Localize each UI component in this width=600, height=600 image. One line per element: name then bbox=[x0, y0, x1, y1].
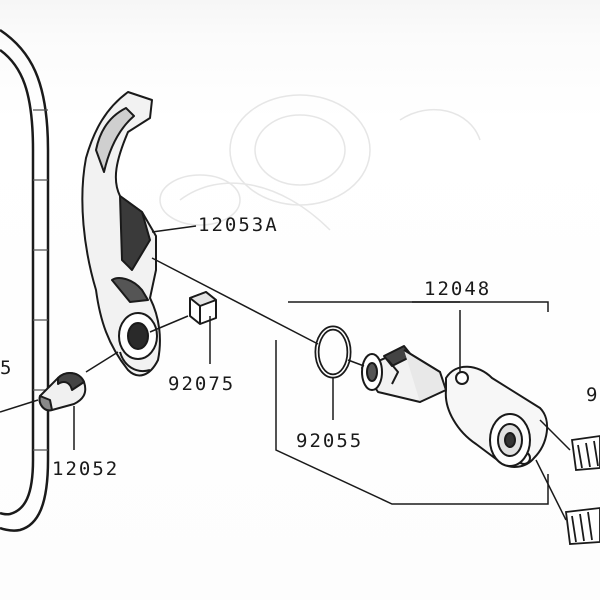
background-ghost-parts bbox=[159, 94, 481, 231]
o-ring-part bbox=[314, 325, 352, 379]
label-o-ring: 92055 bbox=[296, 430, 364, 452]
chain-guide-arm bbox=[81, 91, 161, 377]
tensioner-assembly bbox=[361, 345, 549, 468]
mounting-bolts bbox=[564, 435, 600, 545]
damper-part bbox=[38, 372, 87, 412]
label-damper: 12052 bbox=[52, 458, 120, 480]
label-cut-left: 5 bbox=[0, 357, 14, 379]
label-guide: 12053A bbox=[198, 214, 279, 236]
leader-lines bbox=[0, 225, 571, 521]
label-rubber-block: 92075 bbox=[168, 373, 236, 395]
cam-chain bbox=[0, 28, 50, 532]
label-cut-right: 9 bbox=[586, 384, 600, 406]
rubber-block bbox=[189, 291, 217, 325]
label-tensioner: 12048 bbox=[424, 278, 492, 300]
